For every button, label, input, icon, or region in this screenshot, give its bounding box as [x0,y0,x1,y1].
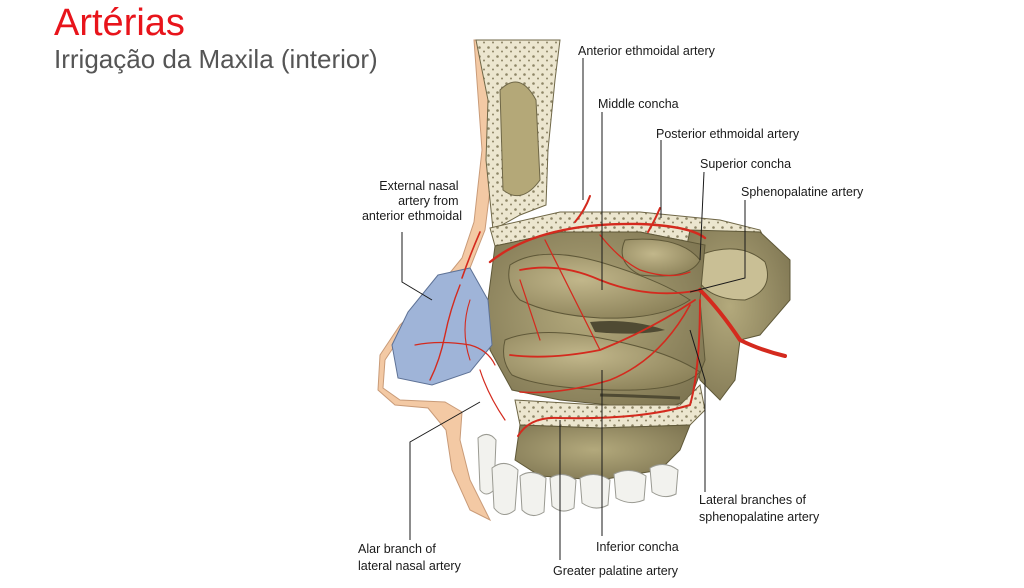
page-title: Artérias [54,2,185,44]
arteries [414,195,787,437]
nasal-meatus [590,321,665,334]
label-lateral-branches-sphenopalatine: Lateral branches of sphenopalatine arter… [699,493,820,524]
label-inferior-concha: Inferior concha [596,540,679,554]
label-external-nasal-line-1: External nasal [379,179,458,193]
label-lateral-branches-line-1: Lateral branches of [699,493,807,507]
label-middle-concha: Middle concha [598,97,679,111]
frontal-sinus [499,81,541,197]
label-alar-branch-line-2: lateral nasal artery [358,559,462,573]
sphenoid-sinus [697,248,768,301]
label-alar-branch: Alar branch of lateral nasal artery [358,542,462,573]
page-subtitle: Irrigação da Maxila (interior) [54,44,378,74]
label-external-nasal-line-3: anterior ethmoidal [362,209,462,223]
label-posterior-ethmoidal-artery: Posterior ethmoidal artery [656,127,800,141]
label-external-nasal-artery: External nasal artery from anterior ethm… [362,179,462,223]
label-anterior-ethmoidal-artery: Anterior ethmoidal artery [578,44,716,58]
label-superior-concha: Superior concha [700,157,791,171]
nasal-meatus [599,393,681,400]
inferior-concha-shape [503,332,701,391]
alar-cartilage [391,267,493,386]
leader-lines [401,58,746,560]
middle-concha-shape [508,253,691,319]
label-external-nasal-line-2: artery from [398,194,458,208]
label-lateral-branches-line-2: sphenopalatine artery [699,510,820,524]
label-sphenopalatine-artery: Sphenopalatine artery [741,185,864,199]
superior-concha-shape [621,238,701,277]
label-greater-palatine-artery: Greater palatine artery [553,564,679,578]
teeth [477,434,679,516]
label-alar-branch-line-1: Alar branch of [358,542,436,556]
